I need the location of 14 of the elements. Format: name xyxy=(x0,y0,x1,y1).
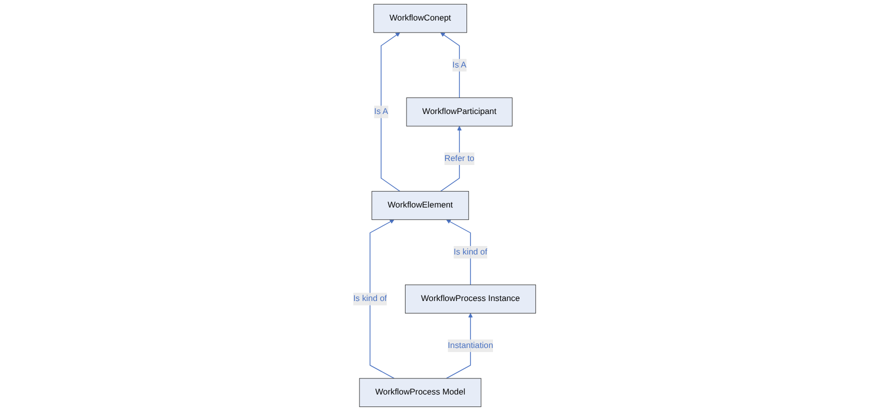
edge-label: Instantiation xyxy=(448,341,494,350)
arrow xyxy=(380,32,400,192)
edge-label: Is A xyxy=(374,107,388,116)
node-box: WorkflowProcess Model xyxy=(359,378,482,408)
edge-label: Is kind of xyxy=(353,294,387,304)
node-box: WorkflowElement xyxy=(372,191,469,220)
edge-label: Is kind of xyxy=(454,248,488,256)
arrow xyxy=(370,219,395,379)
edge-label: Refer to xyxy=(444,154,474,163)
node-box: WorkflowParticipant xyxy=(406,98,513,126)
node-box: WorkflowProcess Instance xyxy=(405,284,536,314)
node-box: WorkflowConept xyxy=(374,4,468,33)
edge-label: Is A xyxy=(452,60,466,70)
arrow xyxy=(440,32,460,98)
